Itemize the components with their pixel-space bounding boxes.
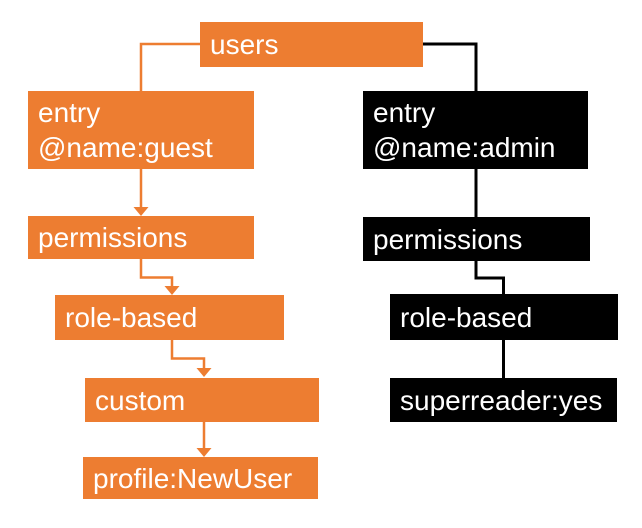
node-custom: custom [85, 378, 319, 422]
arrowhead-role-guest [164, 286, 180, 295]
edge-permissions-role-guest [139, 259, 174, 287]
arrowhead-profile [196, 448, 212, 457]
node-superreader: superreader:yes [390, 378, 617, 422]
node-role-based-guest: role-based [55, 295, 284, 340]
arrowhead-permissions-guest [133, 207, 149, 216]
edge-role-custom [170, 340, 206, 369]
edge-users-entry-admin [423, 42, 478, 91]
node-permissions-guest: permissions [28, 216, 254, 259]
edge-permissions-role-admin [474, 261, 505, 294]
node-profile: profile:NewUser [83, 457, 318, 499]
node-permissions-admin: permissions [363, 217, 590, 261]
node-entry-guest: entry @name:guest [28, 91, 254, 169]
arrowhead-custom [196, 368, 212, 377]
edge-users-entry-guest [139, 42, 200, 91]
node-users: users [200, 22, 423, 67]
node-role-based-admin: role-based [390, 294, 618, 340]
node-entry-admin: entry @name:admin [363, 91, 588, 169]
